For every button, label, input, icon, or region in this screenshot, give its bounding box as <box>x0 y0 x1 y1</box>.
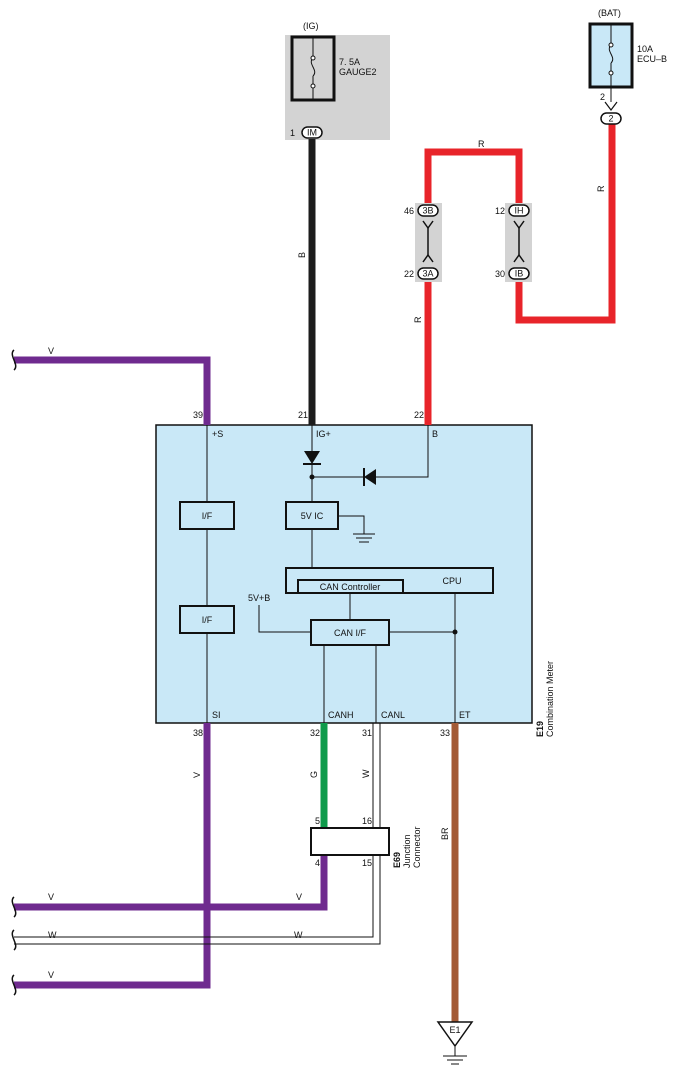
break-mark-v-junction <box>11 896 17 918</box>
wire-w-white-lower-b <box>14 855 381 945</box>
meter-pin-31: 31 <box>362 728 372 738</box>
ig-fuse-panel <box>285 35 390 140</box>
terminal-ig-plus: IG+ <box>316 429 331 439</box>
connector-ih: IH 12 <box>495 204 530 217</box>
wire-r-red-loop <box>424 148 523 203</box>
label-5v-plus-b: 5V+B <box>248 593 270 603</box>
connector-bat-2-label: 2 <box>608 114 613 124</box>
connector-im: IM 1 <box>290 126 323 139</box>
terminal-plus-s: +S <box>212 429 223 439</box>
block-can-controller-label: CAN Controller <box>320 582 381 592</box>
wire-label-v-left: V <box>48 892 54 902</box>
terminal-et: ET <box>459 710 471 720</box>
meter-pin-32: 32 <box>310 728 320 738</box>
wire-label-v-input: V <box>48 346 54 356</box>
wire-label-r-right: R <box>596 185 606 192</box>
wire-label-v-si: V <box>192 772 202 778</box>
wire-label-g: G <box>309 771 319 778</box>
terminal-si: SI <box>212 710 221 720</box>
connector-ih-label: IH <box>515 206 524 216</box>
terminal-canh: CANH <box>328 710 354 720</box>
fuse-bat-source-label: (BAT) <box>598 8 621 18</box>
fuse-bat-rating: 10A <box>637 44 653 54</box>
internal-line-b <box>312 425 429 478</box>
fuse-ig-name: GAUGE2 <box>339 67 377 77</box>
connector-3b-3a-mate <box>422 220 434 263</box>
connector-bat-2: 2 2 <box>600 87 622 125</box>
meter-pin-39: 39 <box>193 410 203 420</box>
junction-pin-4: 4 <box>315 858 320 868</box>
ground-e1-label: E1 <box>449 1025 460 1035</box>
block-can-if-label: CAN I/F <box>334 628 367 638</box>
junction-pin-5: 5 <box>315 816 320 826</box>
diode-ig <box>304 451 320 464</box>
wire-label-w: W <box>361 769 371 778</box>
wire-label-v-mid: V <box>296 892 302 902</box>
wire-label-w-left: W <box>48 930 57 940</box>
fuse-gauge2: (IG) 7. 5A GAUGE2 <box>290 21 377 102</box>
break-mark-w <box>11 929 17 951</box>
junction-pin-16: 16 <box>362 816 372 826</box>
connector-ib: IB 30 <box>495 267 530 280</box>
connector-3a-pin: 22 <box>404 269 414 279</box>
meter-pin-21: 21 <box>298 410 308 420</box>
block-5v-ic-label: 5V IC <box>301 511 324 521</box>
terminal-b: B <box>432 429 438 439</box>
wire-v-purple-input <box>14 356 211 425</box>
fuse-ecu-b: (BAT) 10A ECU–B <box>588 8 667 89</box>
connector-im-pin: 1 <box>290 128 295 138</box>
junction-name-line1: Junction <box>402 834 412 868</box>
fuse-bat-name: ECU–B <box>637 54 667 64</box>
break-mark-v-bottom <box>11 974 17 996</box>
junction-name-line2: Connector <box>412 826 422 868</box>
junction-pin-15: 15 <box>362 858 372 868</box>
connector-3b-pin: 46 <box>404 206 414 216</box>
meter-pin-33: 33 <box>440 728 450 738</box>
wire-v-purple-si <box>14 723 211 989</box>
ground-e1: E1 <box>436 1021 474 1065</box>
wire-label-w-mid: W <box>294 930 303 940</box>
connector-3a-label: 3A <box>422 269 433 279</box>
meter-pin-38: 38 <box>193 728 203 738</box>
fuse-ig-rating: 7. 5A <box>339 57 360 67</box>
wire-label-r-left: R <box>413 316 423 323</box>
connector-im-label: IM <box>307 128 317 138</box>
connector-bat-2-pin: 2 <box>600 92 605 102</box>
block-cpu-label: CPU <box>442 576 461 586</box>
fuse-ig-source-label: (IG) <box>303 21 319 31</box>
connector-ib-label: IB <box>515 269 524 279</box>
block-5v-ic <box>285 501 339 530</box>
connector-ib-pin: 30 <box>495 269 505 279</box>
connector-3a: 3A 22 <box>404 267 439 280</box>
wire-label-br: BR <box>440 827 450 840</box>
connector-ih-ib-mate <box>513 220 525 263</box>
block-if-upper <box>179 501 235 530</box>
junction-code: E69 <box>392 852 402 868</box>
internal-ground-line <box>338 515 365 534</box>
break-mark-v-input <box>11 349 17 371</box>
meter-name: Combination Meter <box>545 661 555 737</box>
meter-pin-22: 22 <box>414 410 424 420</box>
diode-b <box>364 469 376 485</box>
connector-3b: 3B 46 <box>404 204 439 217</box>
meter-code: E19 <box>535 721 545 737</box>
connector-3b-label: 3B <box>422 206 433 216</box>
wire-label-b: B <box>297 252 307 258</box>
wire-r-red-return <box>515 124 616 324</box>
terminal-canl: CANL <box>381 710 405 720</box>
wire-w-white-lower-a <box>14 855 374 938</box>
junction-connector-box <box>310 827 390 856</box>
wire-label-v-bottom: V <box>48 970 54 980</box>
block-if-lower-label: I/F <box>202 615 213 625</box>
wire-v-purple-junction <box>14 855 328 911</box>
wire-label-r-top: R <box>478 139 485 149</box>
connector-ih-pin: 12 <box>495 206 505 216</box>
block-if-upper-label: I/F <box>202 511 213 521</box>
internal-line-5vb <box>258 605 311 633</box>
block-if-lower <box>179 605 235 634</box>
